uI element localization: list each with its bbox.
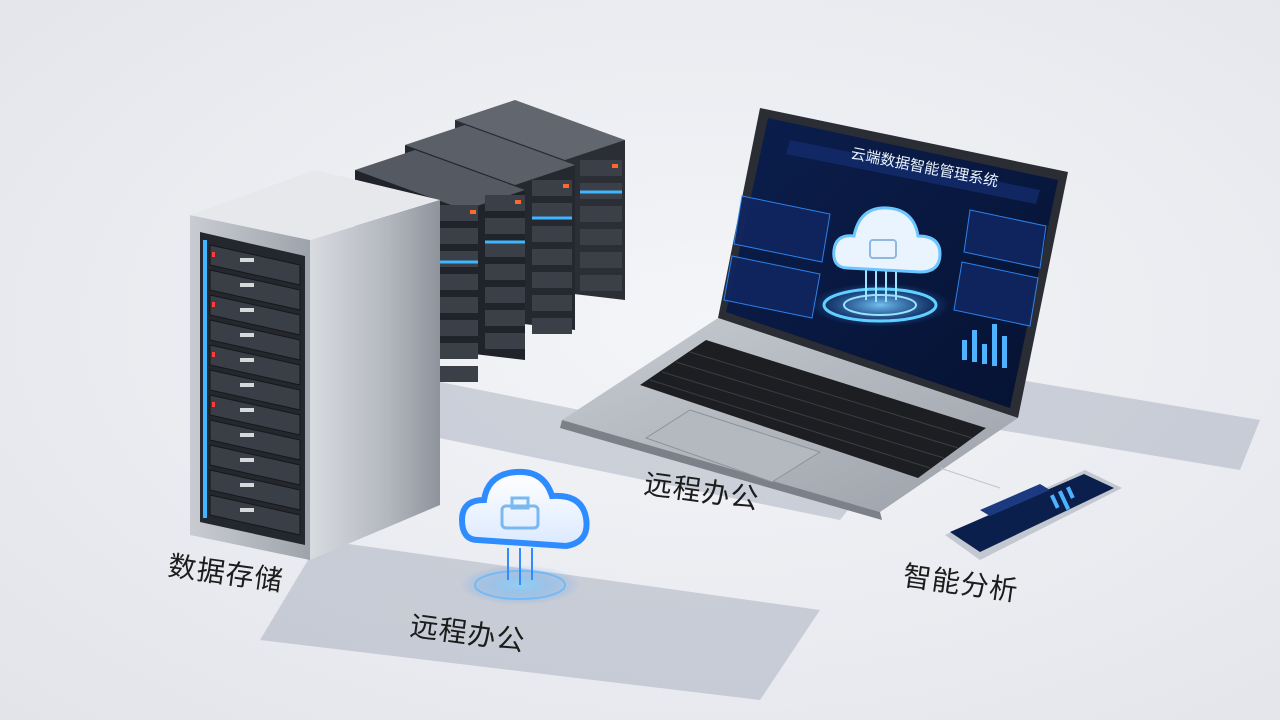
laptop-screen: 云端数据智能管理系统 bbox=[723, 140, 1047, 368]
server-tower bbox=[190, 170, 440, 560]
cloud-icon bbox=[458, 468, 590, 605]
smartphone-icon bbox=[939, 467, 1122, 560]
bar-chart-icon bbox=[962, 324, 1007, 368]
